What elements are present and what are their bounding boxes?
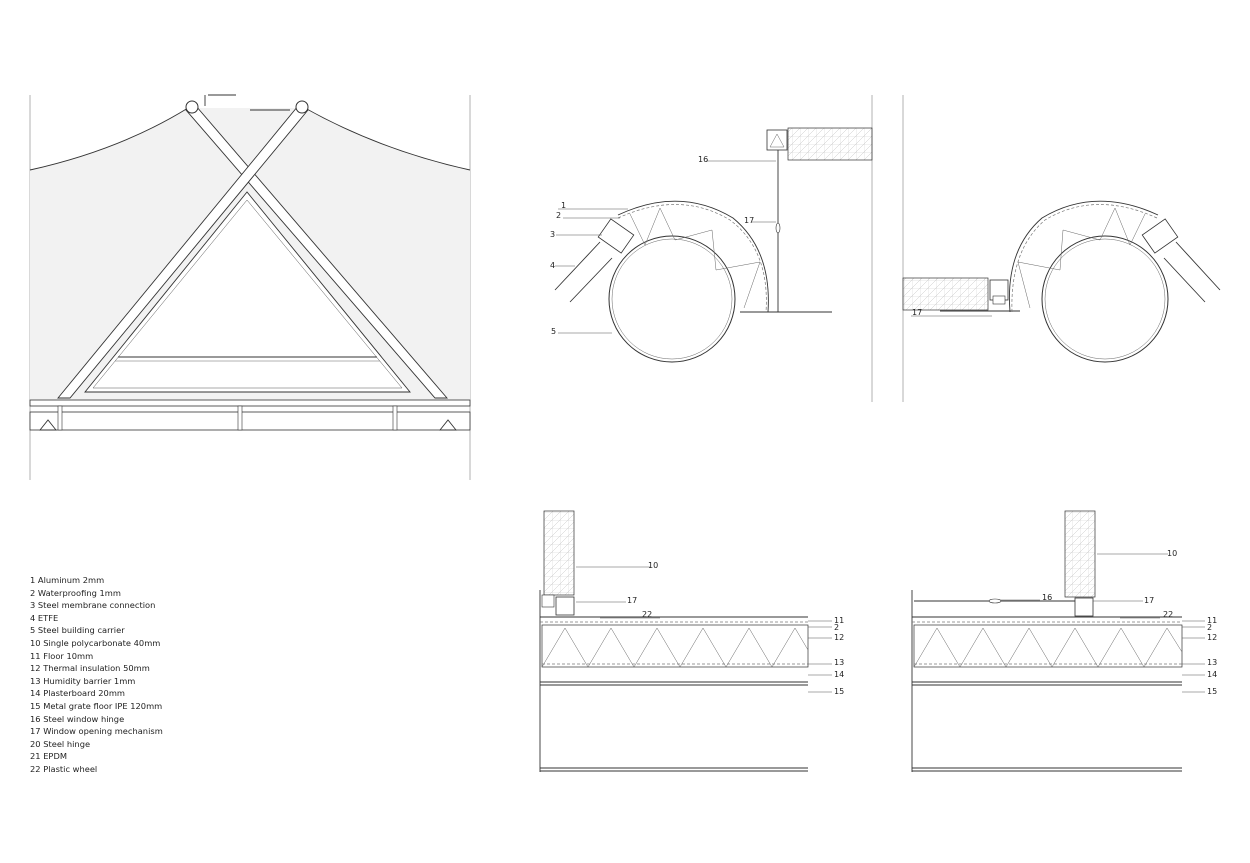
callout-11: 11: [1207, 616, 1217, 625]
floor-detail-b: 10 16 17 22 11 2 12 13 14 15: [911, 510, 1217, 772]
callout-13: 13: [834, 658, 844, 667]
callout-16: 16: [1042, 593, 1052, 602]
legend-item: 13 Humidity barrier 1mm: [30, 675, 136, 686]
section-a: 1 2 3 4 5 16 17: [550, 95, 873, 402]
callout-17: 17: [912, 308, 922, 317]
material-legend: 1 Aluminum 2mm 2 Waterproofing 1mm 3 Ste…: [30, 574, 163, 776]
callout-4: 4: [550, 261, 555, 270]
legend-item: 11 Floor 10mm: [30, 650, 94, 661]
callout-3: 3: [550, 230, 555, 239]
floor-detail-a: 10 17 22 11 2 12 13 14 15: [539, 510, 844, 772]
elevation-view: [29, 94, 471, 480]
section-b: 17: [902, 95, 1221, 402]
callout-11: 11: [834, 616, 844, 625]
callout-12: 12: [834, 633, 844, 642]
callout-2: 2: [1207, 623, 1212, 632]
callout-15: 15: [1207, 687, 1217, 696]
callout-22: 22: [1163, 610, 1173, 619]
legend-item: 5 Steel building carrier: [30, 625, 125, 636]
legend-item: 1 Aluminum 2mm: [30, 575, 105, 585]
callout-2: 2: [834, 623, 839, 632]
legend-item: 14 Plasterboard 20mm: [30, 688, 125, 699]
legend-item: 3 Steel membrane connection: [30, 600, 156, 611]
legend-item: 20 Steel hinge: [30, 738, 91, 749]
callout-15: 15: [834, 687, 844, 696]
legend-item: 12 Thermal insulation 50mm: [30, 663, 150, 674]
legend-item: 22 Plastic wheel: [30, 763, 98, 774]
callout-5: 5: [551, 327, 556, 336]
callout-14: 14: [834, 670, 844, 679]
callout-17: 17: [744, 216, 754, 225]
callout-17: 17: [1144, 596, 1154, 605]
callout-10: 10: [648, 561, 658, 570]
callout-22: 22: [642, 610, 652, 619]
callout-14: 14: [1207, 670, 1217, 679]
legend-item: 21 EPDM: [30, 751, 67, 762]
legend-item: 2 Waterproofing 1mm: [30, 587, 121, 598]
callout-16: 16: [698, 155, 708, 164]
legend-item: 17 Window opening mechanism: [30, 726, 163, 737]
legend-item: 4 ETFE: [30, 612, 59, 623]
callout-12: 12: [1207, 633, 1217, 642]
callout-10: 10: [1167, 549, 1177, 558]
legend-item: 10 Single polycarbonate 40mm: [30, 637, 161, 648]
legend-item: 16 Steel window hinge: [30, 713, 125, 724]
callout-1: 1: [561, 201, 566, 210]
callout-17: 17: [627, 596, 637, 605]
callout-2: 2: [556, 211, 561, 220]
callout-13: 13: [1207, 658, 1217, 667]
legend-item: 15 Metal grate floor IPE 120mm: [30, 700, 163, 711]
